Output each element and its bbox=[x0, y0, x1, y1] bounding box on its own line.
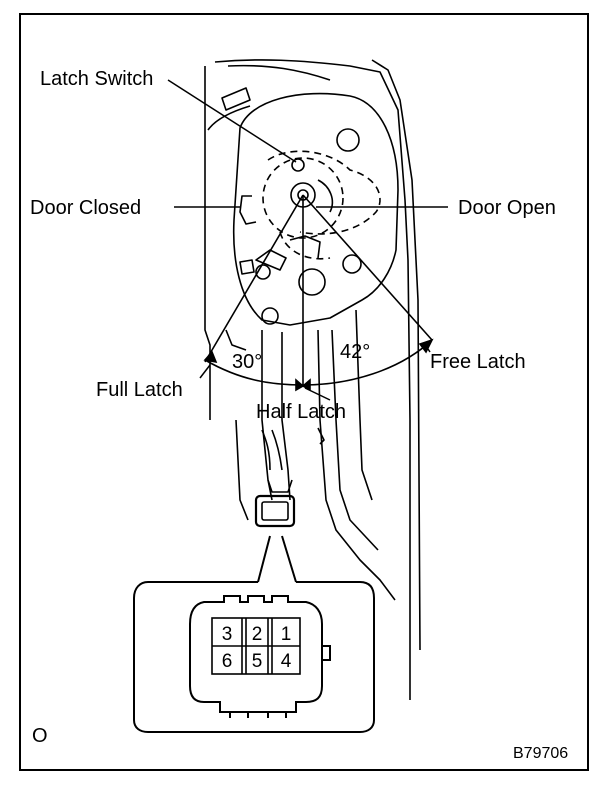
door-closed-label: Door Closed bbox=[30, 197, 141, 219]
connector-face bbox=[189, 595, 331, 718]
rod-right-a bbox=[317, 329, 396, 601]
panel-top-inner bbox=[227, 64, 331, 81]
latch-pawl bbox=[289, 235, 321, 259]
rod-left-a bbox=[261, 330, 273, 501]
panel-left-edge bbox=[204, 66, 211, 420]
latch-claw bbox=[255, 249, 287, 271]
harness-wire-a bbox=[261, 429, 271, 471]
latch-switch-contact bbox=[291, 158, 305, 172]
rod-right-b bbox=[331, 329, 379, 551]
figure-code: B79706 bbox=[513, 745, 568, 762]
pin-1: 1 bbox=[281, 624, 292, 645]
connector-top-lip bbox=[267, 479, 293, 493]
connector-bottom-ribs bbox=[229, 712, 287, 718]
free-latch-label: Free Latch bbox=[430, 351, 526, 373]
mount-hole-left bbox=[255, 264, 271, 280]
door-open-label: Door Open bbox=[458, 197, 556, 219]
rod-left-b bbox=[281, 332, 291, 501]
rod-right-c bbox=[355, 309, 373, 501]
connector-lock-tab bbox=[322, 645, 331, 661]
half-latch-leader bbox=[304, 387, 331, 401]
figure-frame bbox=[19, 13, 589, 771]
panel-right-edge bbox=[214, 59, 411, 700]
full-latch-line bbox=[204, 194, 304, 363]
angle-30-label: 30° bbox=[232, 351, 262, 373]
rotor-outline-dashed bbox=[267, 150, 381, 235]
mount-hole-lower bbox=[261, 307, 279, 325]
mount-hole-top bbox=[336, 128, 360, 152]
free-latch-leader bbox=[425, 345, 431, 353]
connector-housing bbox=[189, 595, 323, 713]
lock-connector bbox=[254, 494, 296, 528]
pin-4: 4 bbox=[281, 651, 292, 672]
harness-wire-b bbox=[271, 429, 283, 471]
mount-hole-bottom bbox=[298, 268, 326, 296]
full-latch-label: Full Latch bbox=[96, 379, 183, 401]
lock-assembly bbox=[204, 59, 421, 700]
housing-left-curve bbox=[225, 329, 247, 351]
half-latch-label: Half Latch bbox=[256, 401, 346, 423]
latch-switch-leader bbox=[167, 79, 297, 163]
latch-switch-label: Latch Switch bbox=[40, 68, 153, 90]
connector-detail-frame bbox=[133, 581, 375, 733]
free-latch-line bbox=[302, 194, 433, 341]
latch-tab bbox=[239, 259, 255, 275]
cable-clip bbox=[221, 87, 251, 111]
pivot-arc bbox=[317, 179, 334, 213]
pin-2: 2 bbox=[252, 624, 263, 645]
callout-wedge bbox=[257, 535, 297, 583]
arrow-full-latch bbox=[203, 350, 218, 364]
rod-far-left bbox=[235, 419, 249, 521]
pin-3: 3 bbox=[222, 624, 233, 645]
leader-lines bbox=[167, 79, 448, 401]
full-latch-leader bbox=[199, 364, 211, 379]
angle-42-label: 42° bbox=[340, 341, 370, 363]
mount-hole-right bbox=[342, 254, 362, 274]
lock-body bbox=[232, 92, 399, 326]
harness-clip bbox=[317, 427, 325, 445]
pin-6: 6 bbox=[222, 651, 233, 672]
pin-5: 5 bbox=[252, 651, 263, 672]
panel-outer-edge bbox=[371, 59, 421, 651]
closed-lever bbox=[239, 195, 257, 225]
connector-callout bbox=[133, 535, 375, 733]
arrow-half-left bbox=[295, 378, 305, 392]
lock-connector-inner bbox=[261, 501, 289, 521]
corner-mark: O bbox=[32, 725, 48, 747]
lower-outline-dashed bbox=[279, 231, 331, 260]
